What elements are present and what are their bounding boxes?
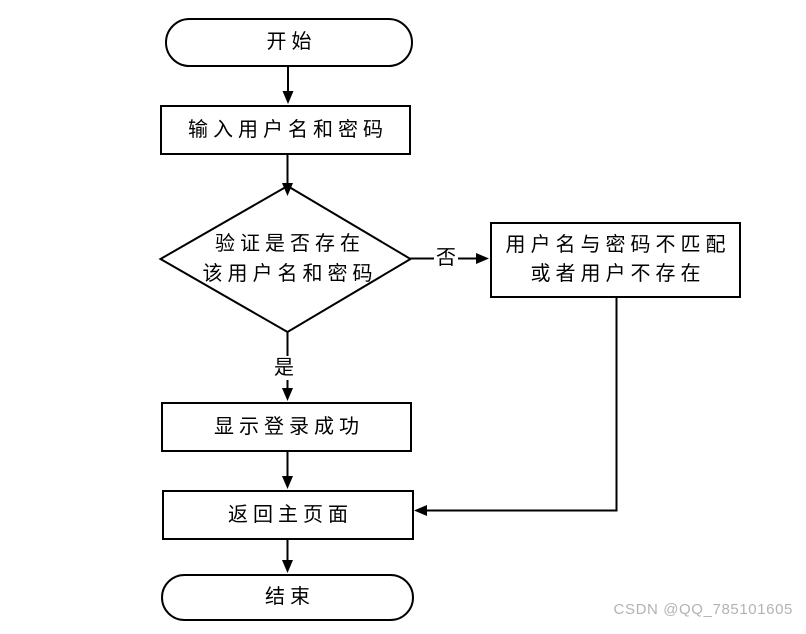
arrowhead-into-end — [282, 560, 293, 573]
node-input-label: 输入用户名和密码 — [188, 118, 388, 141]
node-success-label: 显示登录成功 — [214, 415, 364, 438]
node-error-mismatch: 用户名与密码不匹配 或者用户不存在 — [490, 222, 741, 298]
node-return-main: 返回主页面 — [162, 490, 414, 540]
arrowhead-into-error — [476, 253, 489, 264]
arrowhead-into-return — [282, 476, 293, 489]
watermark-text: CSDN @QQ_785101605 — [613, 601, 793, 618]
node-return-label: 返回主页面 — [228, 503, 353, 526]
node-input-credentials: 输入用户名和密码 — [160, 105, 411, 155]
node-end: 结束 — [161, 574, 414, 621]
node-login-success: 显示登录成功 — [161, 402, 412, 452]
node-start-label: 开始 — [266, 31, 317, 53]
node-decision-label-line1: 验证是否存在 — [215, 233, 365, 255]
arrowhead-into-decision — [282, 183, 293, 196]
arrowheads — [282, 91, 489, 573]
node-decision-verify: 验证是否存在 该用户名和密码 — [175, 227, 400, 291]
arrowhead-into-success — [282, 388, 293, 401]
node-error-label-line1: 用户名与密码不匹配 — [505, 234, 731, 256]
arrowhead-into-input — [282, 91, 294, 104]
node-end-label: 结束 — [265, 586, 315, 608]
edge-label-yes: 是 — [272, 356, 296, 380]
node-decision-label-line2: 该用户名和密码 — [202, 263, 378, 285]
node-error-label-line2: 或者用户不存在 — [530, 263, 706, 285]
node-start: 开始 — [165, 18, 413, 67]
edge-error-return — [426, 298, 618, 512]
arrowhead-into-return-right — [414, 505, 427, 516]
edge-label-no: 否 — [434, 246, 458, 270]
